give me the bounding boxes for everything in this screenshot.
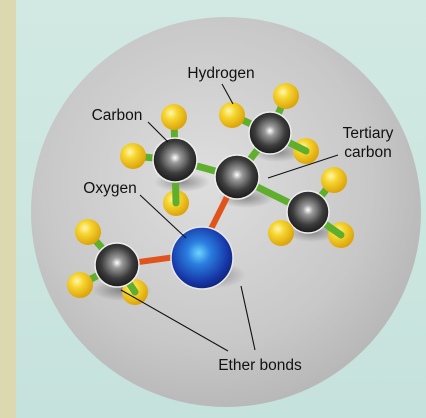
hydrogen-atom-4 bbox=[219, 102, 245, 128]
hydrogen-atom-6 bbox=[268, 220, 294, 246]
hydrogen-atom-3 bbox=[273, 83, 299, 109]
tertiary-carbon-atom bbox=[214, 154, 260, 200]
label-ether-bonds: Ether bonds bbox=[218, 357, 302, 374]
hydrogen-atom-5 bbox=[321, 167, 347, 193]
label-carbon: Carbon bbox=[92, 107, 143, 124]
hydrogen-atom-1 bbox=[161, 104, 187, 130]
hydrogen-atom-8 bbox=[67, 272, 93, 298]
background-disk bbox=[31, 17, 421, 407]
hydrogen-atom-2 bbox=[120, 143, 146, 169]
carbon-atom-2 bbox=[248, 111, 292, 155]
label-hydrogen: Hydrogen bbox=[187, 65, 254, 82]
carbon-atom-4 bbox=[94, 242, 140, 288]
label-oxygen: Oxygen bbox=[83, 180, 136, 197]
leader-lines bbox=[120, 83, 339, 352]
oxygen-atom bbox=[170, 226, 234, 290]
hydrogen-atom-7 bbox=[75, 219, 101, 245]
label-tertiary-line1: Tertiary bbox=[343, 125, 394, 142]
carbon-atom-1 bbox=[152, 137, 198, 183]
label-tertiary-line2: carbon bbox=[344, 144, 391, 161]
carbon-atom-3 bbox=[286, 190, 330, 234]
